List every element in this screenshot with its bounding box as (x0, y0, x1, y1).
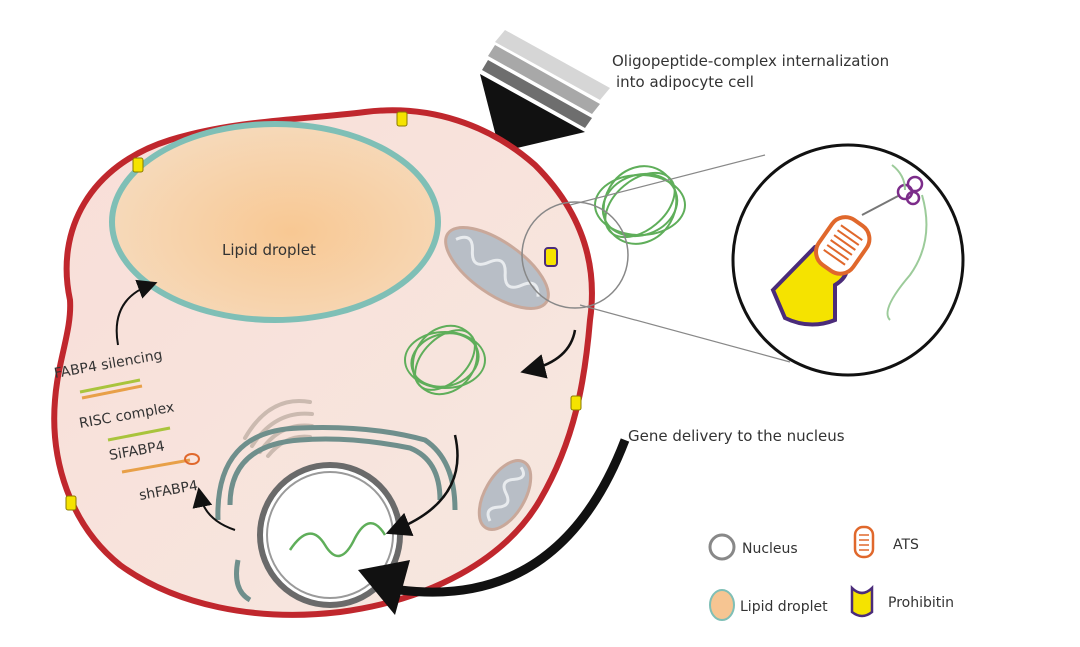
internalization-beam (480, 30, 610, 152)
arrow-shfabp4 (192, 487, 236, 531)
arrow-gene-delivery-head (358, 560, 410, 615)
membrane-prohibitin-markers (65, 111, 582, 511)
legend-ats-label: ATS (893, 537, 919, 553)
arrow-into-cell (520, 329, 577, 379)
legend: Nucleus Lipid droplet ATS Prohibitin (708, 525, 954, 621)
oligopeptide-complex-outside (594, 165, 686, 245)
zoom-region-small (521, 201, 629, 309)
arrow-gene-delivery (399, 438, 630, 597)
legend-nucleus-label: Nucleus (742, 541, 798, 557)
internalization-label-line2: into adipocyte cell (616, 73, 754, 91)
gene-delivery-label: Gene delivery to the nucleus (628, 427, 845, 445)
legend-lipid-droplet-icon (709, 589, 735, 621)
legend-prohibitin-icon (850, 584, 874, 618)
mitochondrion-top (444, 226, 550, 310)
lipid-droplet (109, 121, 441, 323)
arrow-complex-to-nucleus (385, 434, 459, 537)
oligopeptide-complex-inside (404, 324, 486, 396)
legend-prohibitin-label: Prohibitin (888, 595, 954, 611)
mitochondrion-bottom (477, 459, 533, 531)
legend-lipid-droplet-label: Lipid droplet (740, 599, 828, 615)
nucleus-dna (288, 522, 387, 557)
legend-ats-icon (853, 525, 875, 559)
endoplasmic-reticulum (215, 425, 458, 603)
legend-nucleus-icon (708, 533, 736, 561)
lipid-droplet-label: Lipid droplet (222, 241, 316, 259)
internalization-label-line1: Oligopeptide-complex internalization (612, 52, 889, 70)
arrow-to-lipid (115, 279, 158, 346)
zoom-prohibitin (770, 164, 928, 327)
